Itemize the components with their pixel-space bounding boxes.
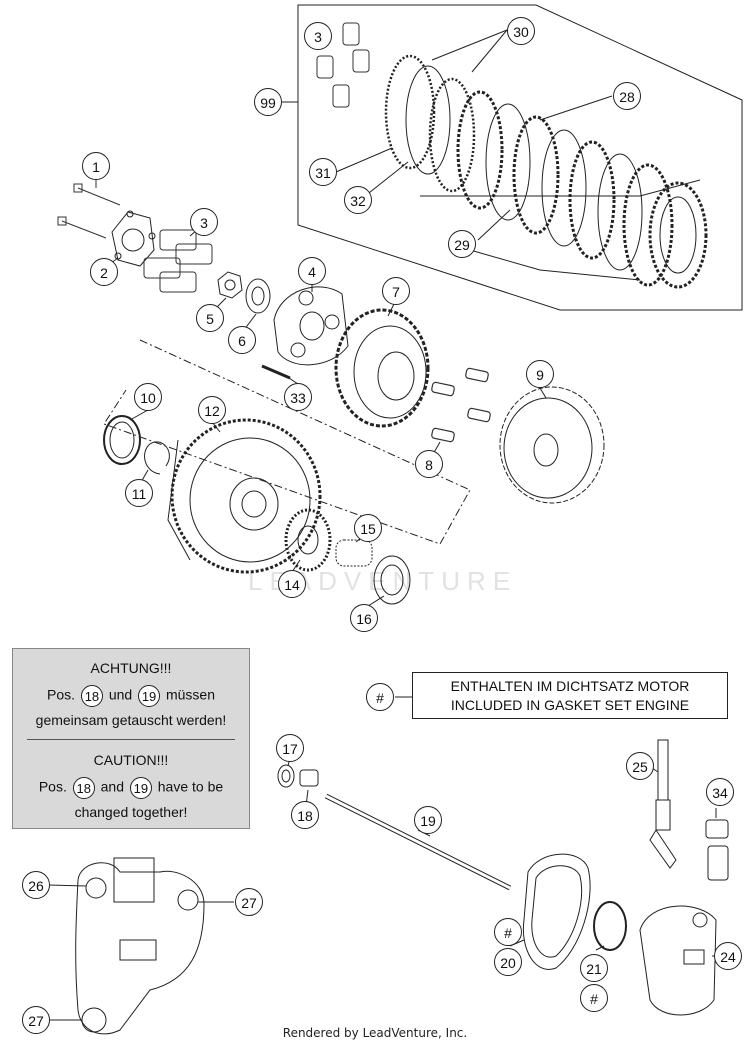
warning-tail-de: müssen xyxy=(165,686,215,703)
callout-3: 3 xyxy=(304,22,332,50)
primary-gear xyxy=(284,508,332,572)
callout-20: 20 xyxy=(494,948,522,976)
callout-26: 26 xyxy=(22,871,50,899)
callout-4: 4 xyxy=(298,257,326,285)
assembly-outline xyxy=(103,339,471,545)
callout-21: 21 xyxy=(580,954,608,982)
callout-34: 34 xyxy=(706,778,734,806)
callout-33: 33 xyxy=(284,383,312,411)
warning-ref-19: 19 xyxy=(129,777,152,799)
clutch-drive-disc xyxy=(499,386,605,504)
warning-ref-19: 19 xyxy=(138,685,161,707)
bleeder-valve xyxy=(649,739,677,869)
callout-hash-note: # xyxy=(366,683,394,711)
callout-29: 29 xyxy=(448,230,476,258)
warning-ref-18: 18 xyxy=(72,777,95,799)
warning-line3-en: changed together! xyxy=(74,804,188,820)
callout-28: 28 xyxy=(613,82,641,110)
slave-cylinder-gasket xyxy=(522,853,591,970)
callout-3: 3 xyxy=(190,208,218,236)
callout-16: 16 xyxy=(350,604,378,632)
warning-und: und xyxy=(108,686,133,703)
callout-27: 27 xyxy=(235,888,263,916)
callout-6: 6 xyxy=(228,326,256,354)
warning-tail-en: have to be xyxy=(157,778,224,795)
clutch-slave-cylinder-cover xyxy=(75,857,205,1035)
warning-title-en: CAUTION!!! xyxy=(93,752,169,768)
warning-divider xyxy=(27,739,235,740)
pressure-plate xyxy=(273,286,349,366)
washer xyxy=(245,278,271,314)
callout-11: 11 xyxy=(125,479,153,507)
warning-ref-18: 18 xyxy=(80,685,103,707)
warning-pos-de: Pos. xyxy=(47,686,76,703)
callout-10: 10 xyxy=(134,383,162,411)
callout-1: 1 xyxy=(82,152,110,180)
callout-15: 15 xyxy=(354,514,382,542)
callout-99: 99 xyxy=(254,88,282,116)
fitting-set xyxy=(705,819,729,881)
callout-24: 24 xyxy=(714,942,742,970)
callout-31: 31 xyxy=(309,158,337,186)
callout-7: 7 xyxy=(382,277,410,305)
caution-note-box: ACHTUNG!!! Pos. 18 und 19 müssen gemeins… xyxy=(12,648,250,829)
clutch-springs xyxy=(143,229,213,293)
kit-99-outline xyxy=(297,4,743,311)
circlip xyxy=(144,441,170,475)
screws xyxy=(57,174,121,239)
callout-14: 14 xyxy=(278,570,306,598)
nut xyxy=(217,271,243,299)
spring-retainer-plate xyxy=(111,210,156,267)
gasket-note-de: ENTHALTEN IM DICHTSATZ MOTOR xyxy=(450,678,690,694)
warning-and: and xyxy=(100,778,124,795)
footer-credit: Rendered by LeadVenture, Inc. xyxy=(282,1026,468,1040)
callout-17: 17 xyxy=(276,734,304,762)
shaft-seal xyxy=(277,764,295,788)
outer-clutch-basket xyxy=(167,418,322,574)
callout-27: 27 xyxy=(22,1006,50,1034)
callout-2: 2 xyxy=(90,258,118,286)
needle-bearing xyxy=(335,539,373,567)
callout-hash-21: # xyxy=(580,984,608,1012)
o-ring xyxy=(593,901,627,951)
callout-32: 32 xyxy=(344,186,372,214)
warning-line2-de: Pos. 18 und 19 müssen xyxy=(13,685,249,707)
callout-19: 19 xyxy=(414,806,442,834)
clutch-slave-cylinder-right xyxy=(639,905,717,1016)
callout-5: 5 xyxy=(196,304,224,332)
gasket-set-note: ENTHALTEN IM DICHTSATZ MOTOR INCLUDED IN… xyxy=(412,672,728,719)
clutch-plate-stack xyxy=(384,54,708,289)
inner-clutch-hub xyxy=(334,308,430,428)
push-pin xyxy=(261,364,291,380)
warning-line2-en: Pos. 18 and 19 have to be xyxy=(13,777,249,799)
warning-line3-de: gemeinsam getauscht werden! xyxy=(35,712,227,728)
kit-springs xyxy=(316,22,370,108)
callout-8: 8 xyxy=(415,450,443,478)
warning-title-de: ACHTUNG!!! xyxy=(90,660,172,676)
callout-9: 9 xyxy=(526,360,554,388)
callout-25: 25 xyxy=(626,752,654,780)
gasket-note-en: INCLUDED IN GASKET SET ENGINE xyxy=(450,697,690,713)
callout-18: 18 xyxy=(291,801,319,829)
thrust-ring xyxy=(103,415,141,465)
warning-pos-en: Pos. xyxy=(38,778,67,795)
callout-hash-20: # xyxy=(494,918,522,946)
guide-bushing xyxy=(299,769,319,787)
damper-pins xyxy=(431,367,491,443)
callout-30: 30 xyxy=(507,17,535,45)
thrust-washer xyxy=(373,555,411,605)
callout-12: 12 xyxy=(198,396,226,424)
